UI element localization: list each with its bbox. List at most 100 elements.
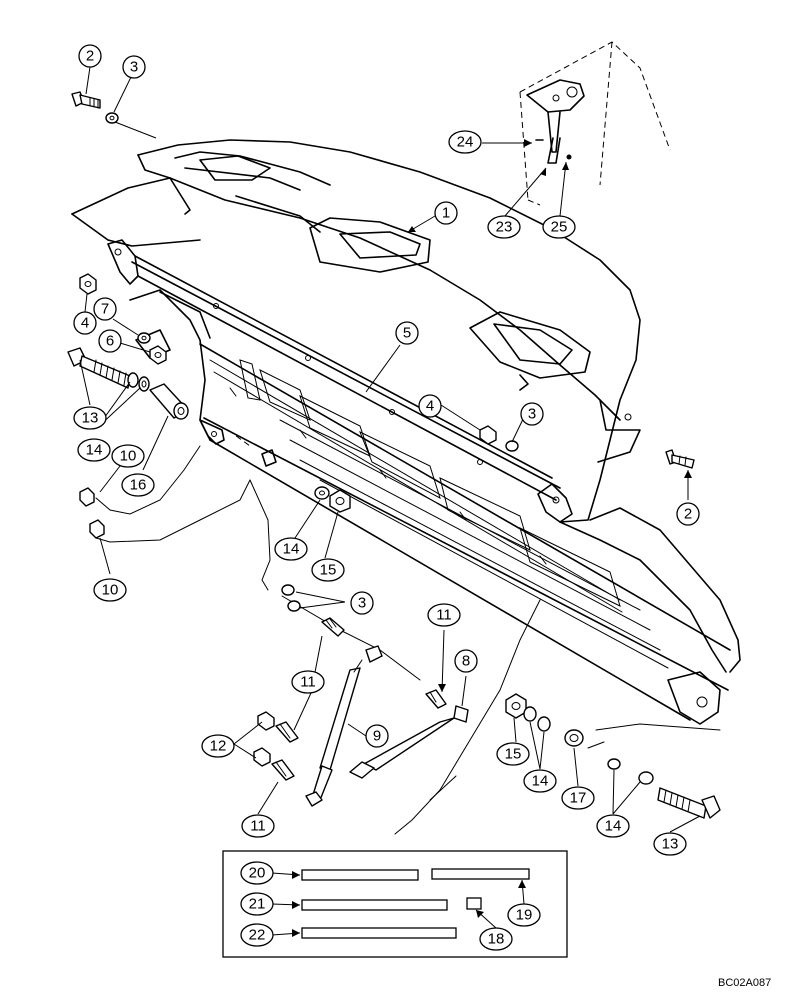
nut-15-right: [505, 693, 527, 719]
callout-11-lower[interactable]: 11: [241, 814, 275, 838]
callout-14-lower[interactable]: 14: [596, 814, 630, 838]
callout-22[interactable]: 22: [240, 923, 274, 947]
callout-19[interactable]: 19: [507, 903, 541, 927]
callout-11-label: 11: [300, 674, 316, 691]
callout-24[interactable]: 24: [448, 130, 482, 154]
callout-12-label: 12: [210, 738, 227, 755]
callout-16[interactable]: 16: [121, 473, 155, 497]
cross-bar: [107, 239, 573, 523]
bolt-2-right: [665, 449, 695, 469]
grille-louvers: [129, 289, 741, 725]
callout-18-label: 18: [488, 931, 505, 948]
nuts-12: [253, 711, 275, 767]
callout-2-right[interactable]: 2: [676, 502, 700, 526]
callout-20-label: 20: [249, 865, 266, 882]
callout-13-right[interactable]: 13: [653, 832, 687, 856]
callout-10-label: 10: [120, 448, 137, 465]
bolt-2-top: [71, 91, 101, 109]
hood-assembly: [71, 139, 641, 523]
callout-17-label: 17: [570, 790, 587, 807]
callout-3-center[interactable]: 3: [520, 402, 544, 426]
callout-13-left[interactable]: 13: [73, 406, 107, 430]
stud-11-lower: [271, 759, 295, 781]
spacer-16: [149, 383, 189, 420]
callout-1-label: 1: [442, 205, 450, 222]
washer-7: [137, 332, 151, 344]
callout-13-label: 13: [662, 836, 679, 853]
callout-25-label: 25: [551, 219, 568, 236]
callout-23-label: 23: [496, 219, 513, 236]
leader-lines: [79, 66, 701, 936]
callout-8[interactable]: 8: [454, 649, 478, 673]
callout-3-top-left[interactable]: 3: [122, 55, 146, 79]
callout-10-label: 10: [102, 582, 119, 599]
callout-4-label: 4: [81, 315, 89, 332]
callout-15-label: 15: [320, 562, 337, 579]
callout-17[interactable]: 17: [561, 786, 595, 810]
callout-1[interactable]: 1: [434, 201, 458, 225]
drawing-reference-code: BC02A087: [718, 977, 772, 989]
gas-strut-8: [349, 705, 469, 779]
callout-14-label: 14: [532, 773, 549, 790]
side-panel-outline: [95, 445, 721, 835]
callout-11-label: 11: [250, 818, 266, 835]
nut-15-center: [329, 489, 351, 513]
callout-4-label: 4: [426, 398, 434, 415]
washers-14-right: [523, 706, 551, 732]
callout-5[interactable]: 5: [395, 321, 419, 345]
nut-10-lower: [89, 519, 105, 539]
callout-7[interactable]: 7: [93, 297, 117, 321]
callout-3-label: 3: [130, 59, 138, 76]
callout-3-label: 3: [358, 595, 366, 612]
callout-12[interactable]: 12: [201, 734, 235, 758]
nut-6: [149, 345, 167, 365]
nut-4-left: [79, 273, 97, 295]
nut-10-upper: [79, 487, 95, 507]
callout-23[interactable]: 23: [487, 215, 521, 239]
washers-3-lower: [281, 584, 301, 612]
callout-14-right[interactable]: 14: [523, 769, 557, 793]
callout-3-lower[interactable]: 3: [350, 591, 374, 615]
spacer-17: [564, 729, 584, 747]
leader-arrowheads: [292, 139, 692, 937]
callout-20[interactable]: 20: [240, 861, 274, 885]
callout-11-label: 11: [436, 607, 452, 624]
callout-15-label: 15: [505, 746, 522, 763]
callout-5-label: 5: [403, 325, 411, 342]
bolt-13-left: [67, 347, 131, 389]
callout-14-center[interactable]: 14: [274, 537, 308, 561]
callout-3-label: 3: [528, 406, 536, 423]
callout-9[interactable]: 9: [365, 724, 389, 748]
callout-8-label: 8: [462, 653, 470, 670]
stud-11-middle: [275, 721, 299, 743]
callout-6[interactable]: 6: [98, 329, 122, 353]
callout-24-label: 24: [457, 134, 474, 151]
callout-14-label: 14: [86, 442, 103, 459]
callout-15-right[interactable]: 15: [496, 742, 530, 766]
callout-2-label: 2: [684, 506, 692, 523]
washer-3-center: [505, 440, 519, 452]
callout-11-middle[interactable]: 11: [291, 670, 325, 694]
callout-4-left[interactable]: 4: [73, 311, 97, 335]
callout-9-label: 9: [373, 728, 381, 745]
callout-14-label: 14: [283, 541, 300, 558]
callout-10-lower[interactable]: 10: [93, 578, 127, 602]
nut-4-center: [479, 425, 497, 445]
callout-19-label: 19: [516, 907, 533, 924]
stud-11-right: [425, 689, 447, 709]
callout-14-label: 14: [605, 818, 622, 835]
callout-13-label: 13: [82, 410, 99, 427]
washers-14-lower: [607, 758, 654, 785]
callout-4-center[interactable]: 4: [418, 394, 442, 418]
callout-10-upper[interactable]: 10: [111, 444, 145, 468]
callout-22-label: 22: [249, 927, 266, 944]
callout-18[interactable]: 18: [479, 927, 513, 951]
stud-11-upper: [321, 617, 345, 637]
callout-14-left[interactable]: 14: [77, 438, 111, 462]
callout-25[interactable]: 25: [542, 215, 576, 239]
callout-21[interactable]: 21: [240, 892, 274, 916]
callout-11-right[interactable]: 11: [427, 603, 461, 627]
callout-15-center[interactable]: 15: [311, 558, 345, 582]
callout-2-top-left[interactable]: 2: [78, 44, 102, 68]
